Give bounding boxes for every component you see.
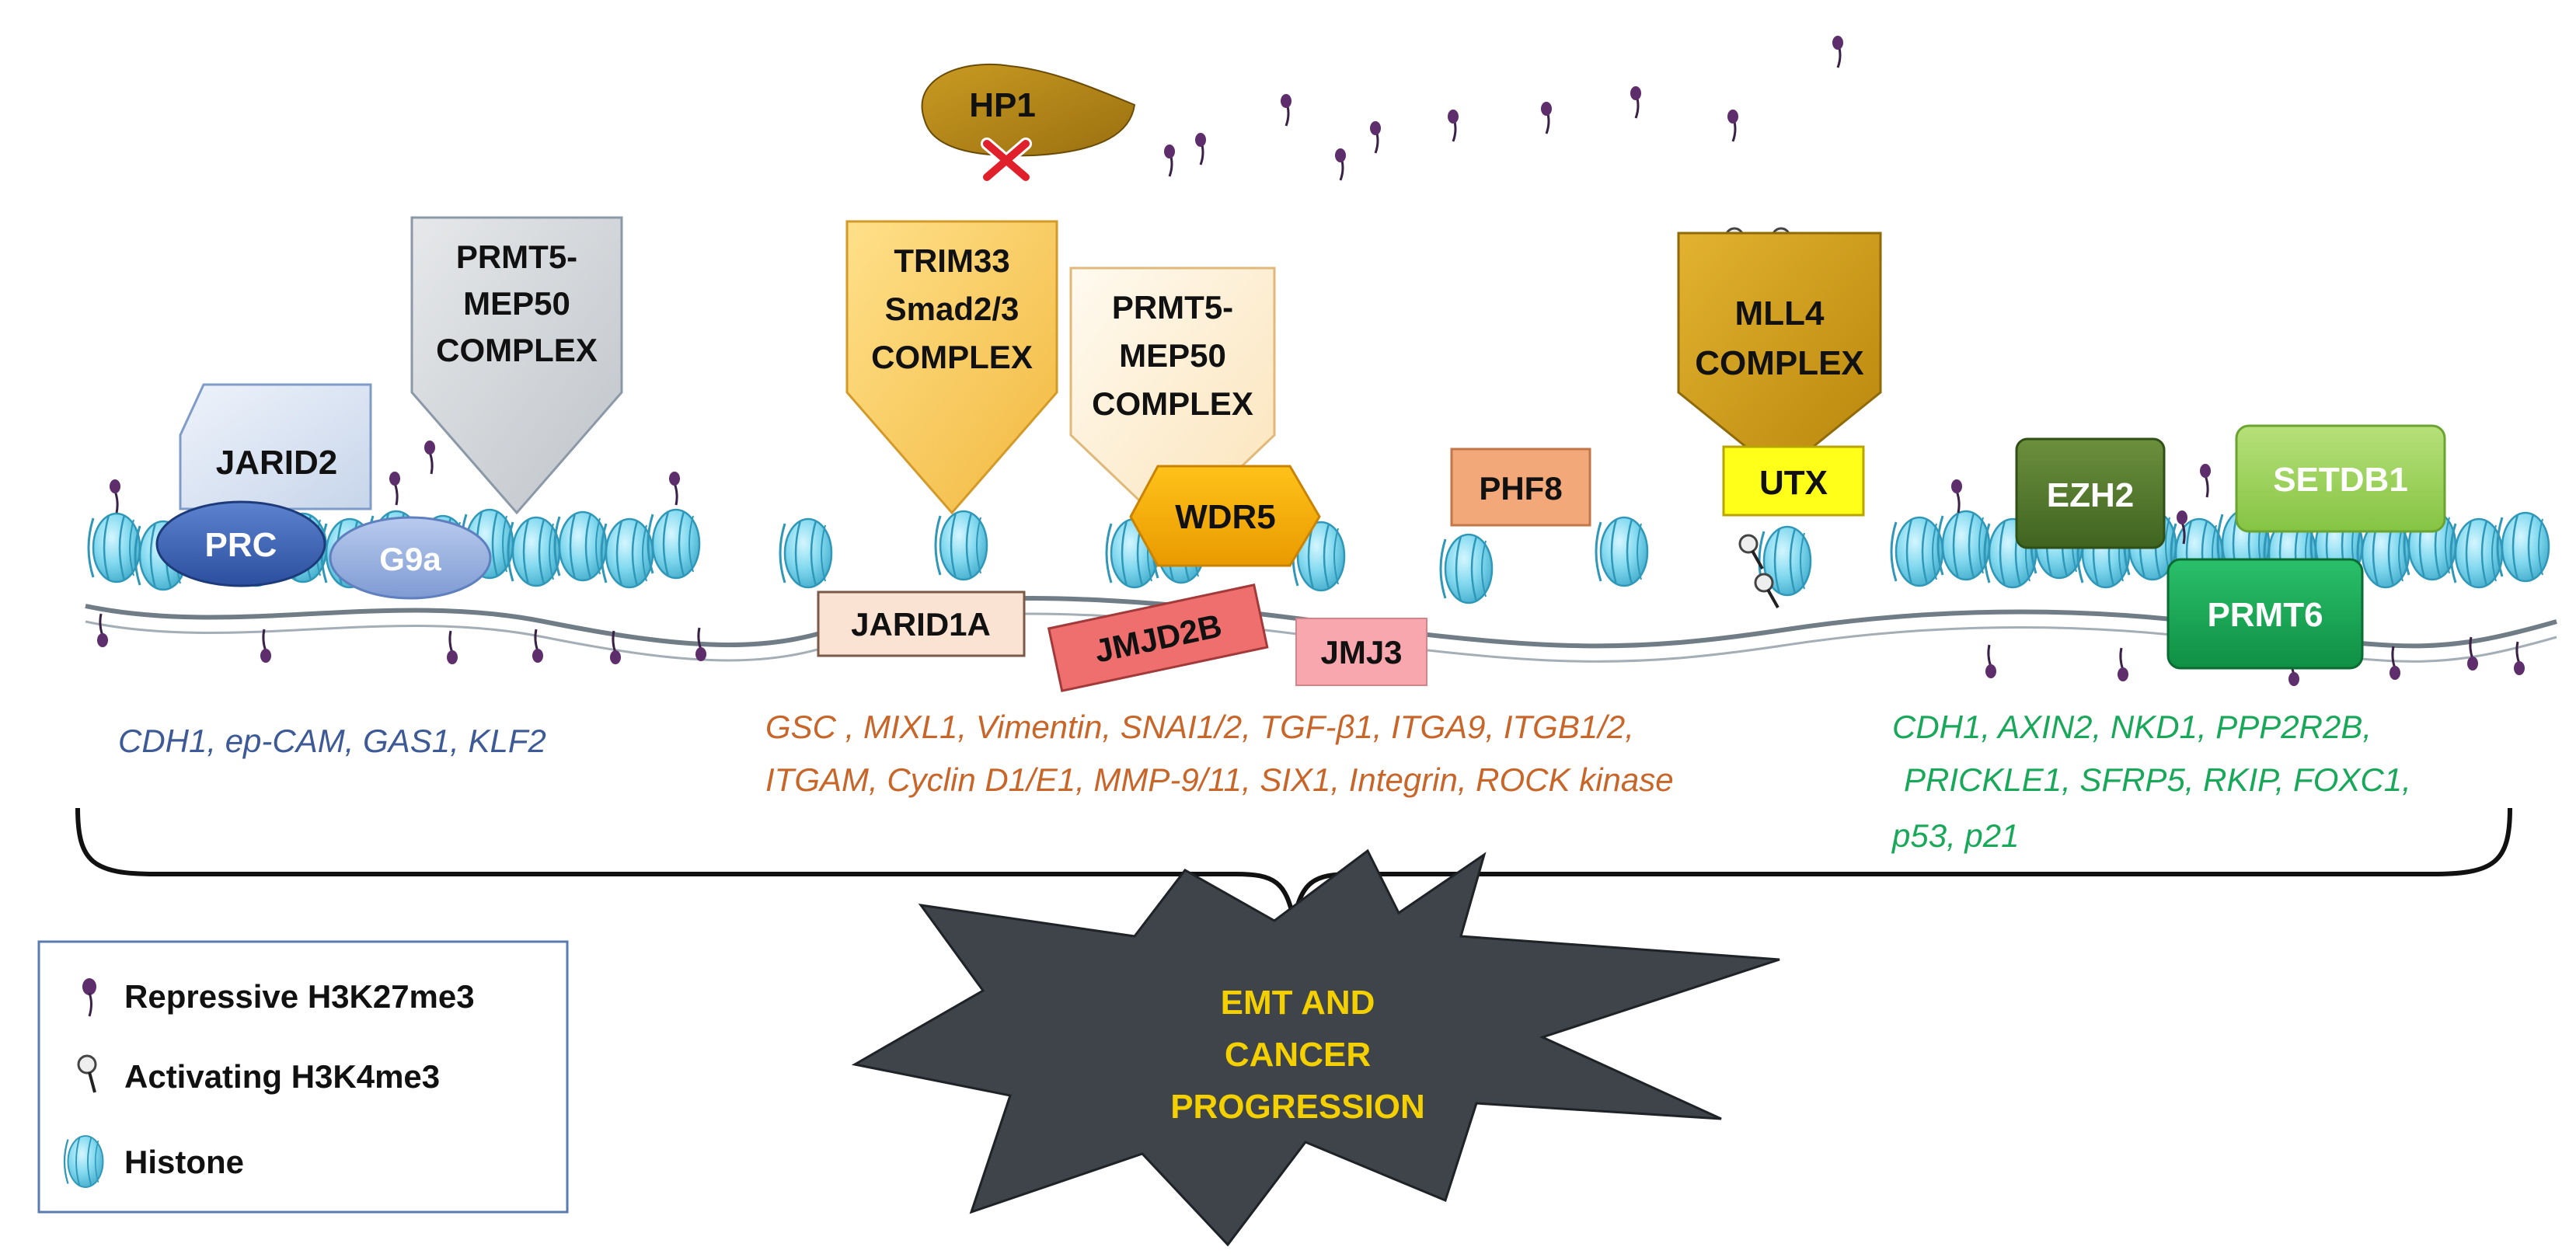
outcome-starburst: EMT AND CANCER PROGRESSION bbox=[851, 848, 1780, 1247]
ezh2-box: EZH2 bbox=[2015, 437, 2166, 549]
prmt5-mid-line2: MEP50 bbox=[1119, 337, 1226, 374]
prmt5-mid-line3: COMPLEX bbox=[1092, 385, 1253, 422]
prmt6-label: PRMT6 bbox=[2207, 596, 2323, 634]
legend-activating-icon bbox=[77, 1054, 97, 1093]
setdb1-label: SETDB1 bbox=[2273, 461, 2408, 499]
trim33-complex: TRIM33 Smad2/3 COMPLEX bbox=[845, 220, 1058, 515]
mll4-line1: MLL4 bbox=[1735, 294, 1825, 333]
jmj3-label: JMJ3 bbox=[1320, 634, 1402, 671]
g9a-label: G9a bbox=[379, 541, 441, 577]
trim33-line3: COMPLEX bbox=[871, 339, 1033, 375]
gene-list-blue-line1: CDH1, ep-CAM, GAS1, KLF2 bbox=[118, 723, 546, 759]
prmt5-left-line3: COMPLEX bbox=[436, 332, 598, 368]
ezh2-label: EZH2 bbox=[2047, 476, 2134, 514]
legend-histone-label: Histone bbox=[124, 1144, 244, 1180]
prmt5-left-line2: MEP50 bbox=[463, 285, 570, 322]
prc-oval: PRC bbox=[155, 500, 326, 587]
legend: Repressive H3K27me3 Activating H3K4me3 H… bbox=[37, 940, 569, 1214]
repressive-marks-released bbox=[1163, 34, 1845, 182]
legend-box bbox=[37, 940, 569, 1214]
gene-list-orange: GSC , MIXL1, Vimentin, SNAI1/2, TGF-β1, … bbox=[765, 709, 1674, 798]
summary-bracket bbox=[75, 807, 2512, 921]
gene-list-green-line3: p53, p21 bbox=[1891, 817, 2020, 854]
gene-list-orange-line1: GSC , MIXL1, Vimentin, SNAI1/2, TGF-β1, … bbox=[765, 709, 1634, 745]
hp1-blocked-x-icon bbox=[981, 138, 1032, 183]
utx-label: UTX bbox=[1759, 464, 1828, 502]
phf8-label: PHF8 bbox=[1479, 470, 1562, 507]
mll4-line2: COMPLEX bbox=[1695, 344, 1864, 382]
jmjd2b-box: JMJD2B bbox=[1047, 583, 1269, 692]
wdr5-hexagon: WDR5 bbox=[1129, 465, 1321, 567]
legend-repressive-label: Repressive H3K27me3 bbox=[124, 978, 475, 1015]
gene-list-green-line2: PRICKLE1, SFRP5, RKIP, FOXC1, bbox=[1904, 761, 2411, 798]
hp1-label: HP1 bbox=[969, 86, 1036, 124]
trim33-line1: TRIM33 bbox=[894, 242, 1009, 279]
mll4-complex: MLL4 COMPLEX bbox=[1677, 232, 1882, 475]
outcome-line3: PROGRESSION bbox=[1170, 1088, 1425, 1126]
g9a-oval: G9a bbox=[329, 516, 492, 600]
legend-activating-label: Activating H3K4me3 bbox=[124, 1058, 440, 1095]
hp1-shape: HP1 bbox=[921, 63, 1136, 157]
gene-list-green: CDH1, AXIN2, NKD1, PPP2R2B, PRICKLE1, SF… bbox=[1891, 709, 2411, 854]
prmt5-left-line1: PRMT5- bbox=[456, 239, 577, 275]
jarid2-label: JARID2 bbox=[216, 444, 338, 482]
outcome-line1: EMT AND bbox=[1221, 984, 1375, 1022]
prmt5-mid-line1: PRMT5- bbox=[1112, 289, 1233, 326]
outcome-line2: CANCER bbox=[1225, 1036, 1371, 1074]
jmj3-box: JMJ3 bbox=[1295, 618, 1427, 686]
legend-repressive-icon bbox=[82, 978, 96, 1017]
gene-list-orange-line2: ITGAM, Cyclin D1/E1, MMP-9/11, SIX1, Int… bbox=[765, 761, 1674, 798]
prmt6-box: PRMT6 bbox=[2166, 558, 2364, 670]
jarid1a-box: JARID1A bbox=[817, 590, 1026, 657]
trim33-line2: Smad2/3 bbox=[885, 291, 1020, 327]
prc-label: PRC bbox=[205, 526, 277, 564]
prmt5-complex-left: PRMT5- MEP50 COMPLEX bbox=[410, 216, 623, 515]
gene-list-green-line1: CDH1, AXIN2, NKD1, PPP2R2B, bbox=[1892, 709, 2372, 745]
utx-box: UTX bbox=[1722, 445, 1865, 517]
gene-list-blue: CDH1, ep-CAM, GAS1, KLF2 bbox=[118, 723, 546, 759]
wdr5-label: WDR5 bbox=[1175, 498, 1276, 536]
setdb1-box: SETDB1 bbox=[2235, 424, 2446, 533]
jarid2-box: JARID2 bbox=[179, 383, 372, 510]
jarid1a-label: JARID1A bbox=[851, 606, 991, 643]
phf8-box: PHF8 bbox=[1450, 448, 1591, 527]
